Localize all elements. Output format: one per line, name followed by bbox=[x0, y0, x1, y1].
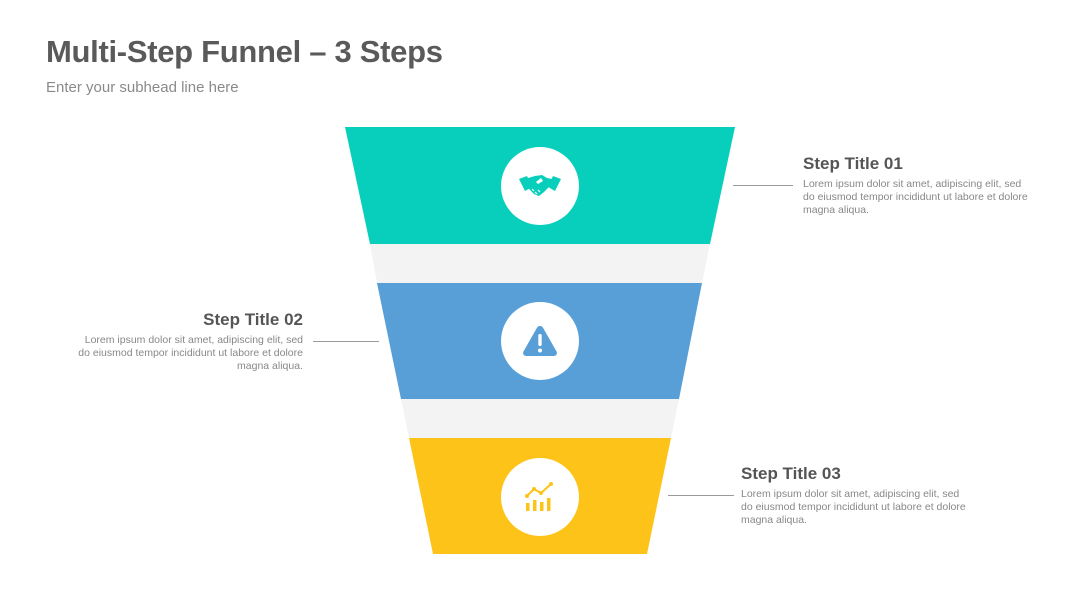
step-2-description: Lorem ipsum dolor sit amet, adipiscing e… bbox=[78, 334, 303, 373]
analytics-chart-icon bbox=[525, 482, 553, 511]
step-1-icon-circle bbox=[501, 147, 579, 225]
step-3-title: Step Title 03 bbox=[741, 464, 841, 483]
page-subtitle: Enter your subhead line here bbox=[46, 79, 239, 96]
page-title: Multi-Step Funnel – 3 Steps bbox=[46, 34, 443, 69]
step-3-text-block: Step Title 03 Lorem ipsum dolor sit amet… bbox=[741, 464, 971, 528]
step-1-description: Lorem ipsum dolor sit amet, adipiscing e… bbox=[803, 178, 1028, 217]
step-2-connector-line bbox=[313, 341, 379, 342]
step-3-connector-line bbox=[668, 495, 734, 496]
funnel-gap-2 bbox=[401, 399, 679, 438]
funnel-gap-1 bbox=[370, 244, 710, 283]
step-1-title: Step Title 01 bbox=[803, 154, 903, 173]
warning-icon bbox=[523, 326, 557, 356]
step-2-title: Step Title 02 bbox=[203, 310, 303, 329]
step-3-icon-circle bbox=[501, 458, 579, 536]
handshake-icon bbox=[519, 175, 561, 196]
step-1-text-block: Step Title 01 Lorem ipsum dolor sit amet… bbox=[803, 154, 1033, 218]
step-3-description: Lorem ipsum dolor sit amet, adipiscing e… bbox=[741, 488, 966, 527]
step-1-connector-line bbox=[733, 185, 793, 186]
step-2-text-block: Step Title 02 Lorem ipsum dolor sit amet… bbox=[73, 310, 303, 374]
step-2-icon-circle bbox=[501, 302, 579, 380]
